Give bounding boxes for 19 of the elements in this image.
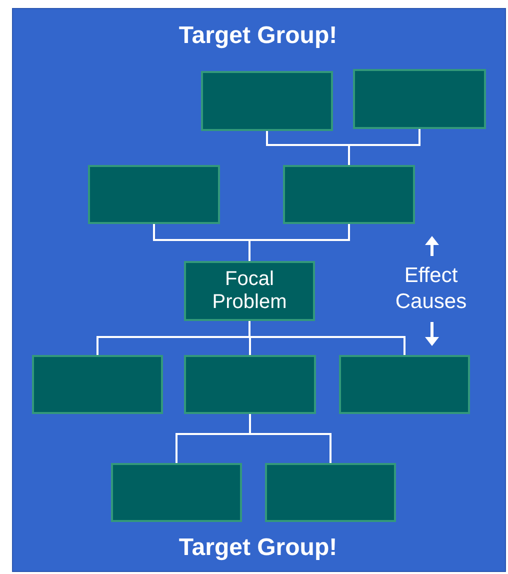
- empty-box: [32, 355, 163, 414]
- heading-text: Target Group!: [178, 534, 338, 562]
- empty-box: [88, 165, 220, 224]
- connector-line: [249, 414, 332, 463]
- empty-box: [339, 355, 470, 414]
- connector-line: [348, 129, 420, 165]
- empty-box: [353, 69, 486, 129]
- direction-label: Effect: [404, 264, 458, 288]
- node-text: Focal Problem: [211, 268, 288, 314]
- connector-line: [248, 224, 350, 261]
- empty-box: [283, 165, 415, 224]
- direction-label: Causes: [395, 290, 467, 314]
- heading-text: Target Group!: [178, 22, 338, 50]
- empty-box: [184, 355, 316, 414]
- connector-line: [248, 321, 406, 355]
- empty-box: [201, 71, 333, 131]
- empty-box: [265, 463, 396, 522]
- problem-box: [184, 261, 315, 321]
- empty-box: [111, 463, 242, 522]
